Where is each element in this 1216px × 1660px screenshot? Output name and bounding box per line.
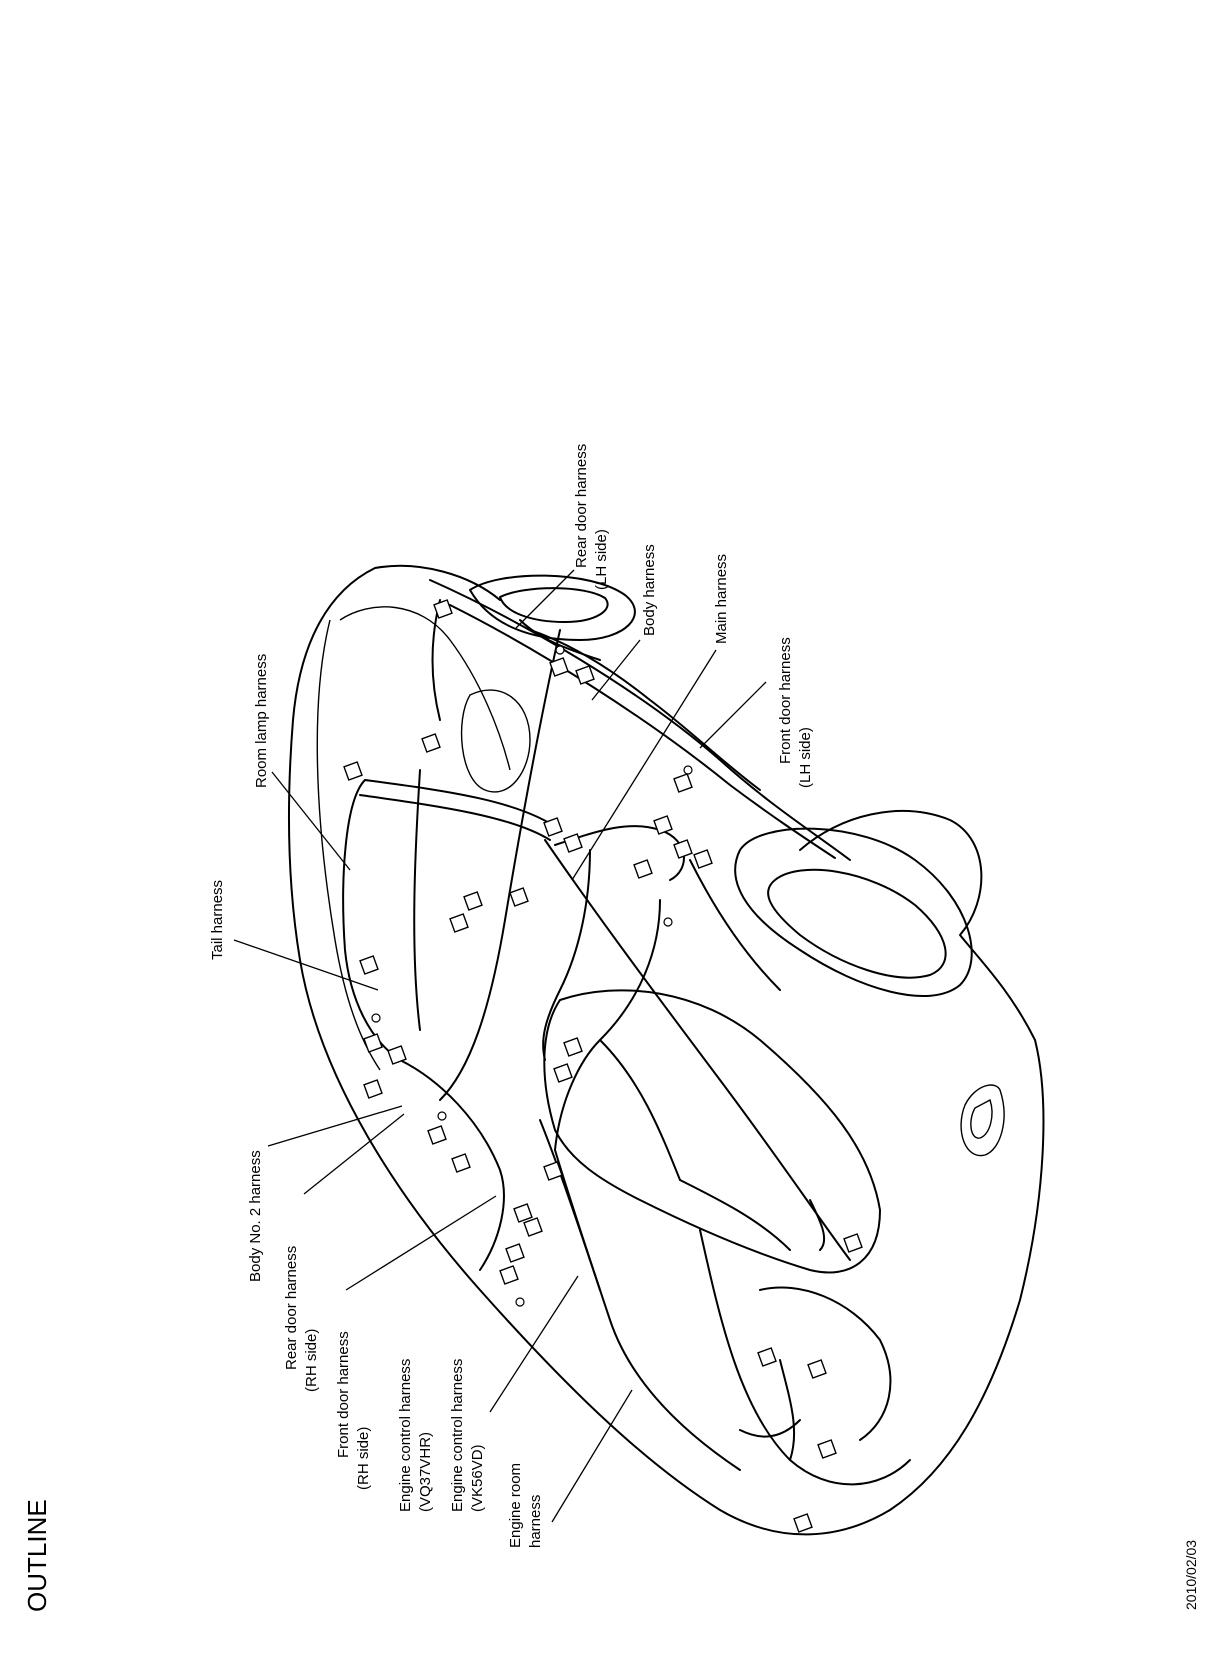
connector — [543, 817, 563, 837]
leader-engine-room-harness — [551, 1389, 633, 1523]
connector — [563, 833, 583, 853]
connector — [523, 1217, 543, 1237]
connectors — [343, 599, 863, 1533]
label-body-no2-harness: Body No. 2 harness — [247, 1150, 264, 1282]
connector — [449, 913, 469, 933]
harness-labels: Tail harness Room lamp harness Rear door… — [209, 440, 814, 1548]
connector — [653, 815, 673, 835]
connector — [433, 599, 453, 619]
connector — [817, 1439, 837, 1459]
connector — [499, 1265, 519, 1285]
label-tail-harness: Tail harness — [209, 880, 226, 960]
connector — [673, 839, 693, 859]
connector — [549, 657, 569, 677]
connector — [793, 1513, 813, 1533]
label-engine-control-vq: Engine control harness (VQ37VHR) — [397, 1354, 434, 1512]
label-body-harness: Body harness — [641, 544, 658, 636]
connector — [693, 849, 713, 869]
connector — [553, 1063, 573, 1083]
clip — [555, 645, 565, 655]
connector — [543, 1161, 563, 1181]
leader-room-lamp-harness — [271, 771, 351, 871]
connector — [427, 1125, 447, 1145]
connector — [757, 1347, 777, 1367]
connector — [463, 891, 483, 911]
leader-front-door-rh — [345, 1195, 497, 1291]
clip — [683, 765, 693, 775]
label-engine-control-vk: Engine control harness (VK56VD) — [449, 1354, 486, 1512]
leader-body-no2-harness — [267, 1105, 403, 1147]
connector — [673, 773, 693, 793]
label-front-door-lh: Front door harness (LH side) — [777, 633, 814, 788]
harness-wires — [342, 599, 851, 1471]
vehicle-outline — [288, 564, 1045, 1536]
connector — [343, 761, 363, 781]
leader-engine-control-vk — [489, 1275, 579, 1413]
leader-front-door-lh — [699, 681, 767, 749]
clip — [371, 1013, 381, 1023]
label-front-door-rh: Front door harness (RH side) — [335, 1327, 372, 1490]
connector — [359, 955, 379, 975]
connector — [363, 1033, 383, 1053]
connector — [505, 1243, 525, 1263]
page-title: OUTLINE — [22, 1499, 52, 1612]
leader-lines — [233, 569, 767, 1523]
connector — [363, 1079, 383, 1099]
connector — [633, 859, 653, 879]
leader-rear-door-lh — [515, 569, 575, 629]
connector — [387, 1045, 407, 1065]
leader-main-harness — [571, 649, 717, 881]
label-room-lamp-harness: Room lamp harness — [253, 654, 270, 788]
connector — [421, 733, 441, 753]
connector — [843, 1233, 863, 1253]
connector — [513, 1203, 533, 1223]
connector — [451, 1153, 471, 1173]
clip — [437, 1111, 447, 1121]
label-rear-door-rh: Rear door harness (RH side) — [283, 1242, 320, 1392]
leader-body-harness — [591, 639, 641, 701]
connector — [563, 1037, 583, 1057]
label-rear-door-lh: Rear door harness (LH side) — [573, 440, 610, 590]
connector — [575, 665, 595, 685]
leader-tail-harness — [233, 939, 379, 991]
connector — [807, 1359, 827, 1379]
label-main-harness: Main harness — [713, 554, 730, 644]
label-engine-room-harness: Engine room harness — [507, 1459, 544, 1548]
connector — [509, 887, 529, 907]
print-date: 2010/02/03 — [1183, 1540, 1199, 1610]
clip — [515, 1297, 525, 1307]
clip — [663, 917, 673, 927]
leader-rear-door-rh — [303, 1113, 405, 1195]
